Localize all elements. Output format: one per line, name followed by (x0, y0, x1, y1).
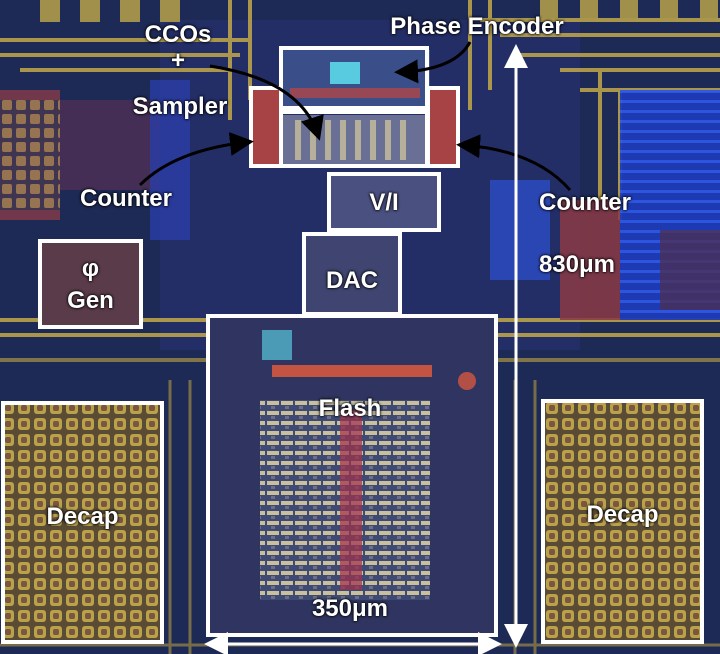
cco-sampler-block (279, 110, 429, 168)
label-phase-encoder: Phase Encoder (390, 13, 564, 40)
label-decap-left: Decap (46, 503, 119, 530)
label-vi: V/I (369, 189, 399, 216)
label-plus: + (170, 47, 185, 74)
label-counter-left: Counter (80, 185, 172, 212)
label-height-dimension: 830μm (538, 251, 616, 278)
decap-left-block (1, 401, 164, 644)
label-sampler: Sampler (132, 93, 228, 120)
label-counter-right: Counter (539, 189, 631, 216)
phase-encoder-block (279, 46, 429, 110)
label-width-dimension: 350μm (311, 595, 389, 622)
label-decap-right: Decap (586, 501, 659, 528)
label-gen: Gen (67, 287, 114, 314)
label-ccos: CCOs (144, 21, 212, 48)
label-phi: φ (81, 255, 100, 282)
counter-left-block (249, 86, 283, 168)
vi-block (327, 172, 441, 232)
label-dac: DAC (326, 267, 378, 294)
decap-right-block (541, 399, 704, 644)
label-flash: Flash (318, 395, 382, 422)
counter-right-block (426, 86, 460, 168)
phi-gen-block (38, 239, 143, 329)
flash-block (206, 314, 498, 637)
